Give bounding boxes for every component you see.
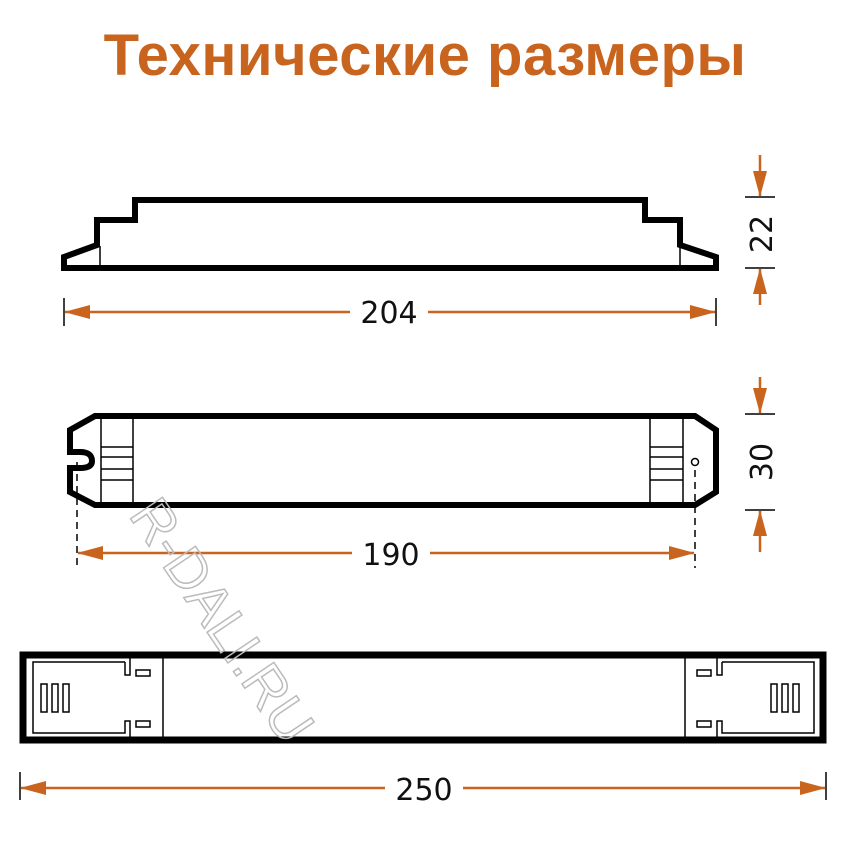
dimension-side-height bbox=[745, 155, 775, 305]
mounting-hole-icon bbox=[690, 457, 700, 467]
dimension-label-250: 250 bbox=[395, 773, 452, 808]
dimension-top-width bbox=[745, 377, 775, 552]
top-view bbox=[67, 413, 719, 508]
bottom-view bbox=[19, 651, 827, 744]
page-title: Технические размеры bbox=[103, 23, 747, 88]
watermark: R-DALI.RU bbox=[118, 486, 327, 753]
dimension-top-length bbox=[76, 462, 696, 568]
dimension-side-length bbox=[63, 298, 717, 326]
dimension-bottom-length bbox=[19, 772, 827, 800]
dimension-label-190: 190 bbox=[362, 538, 419, 573]
dimension-label-30: 30 bbox=[745, 443, 780, 481]
dimension-label-22: 22 bbox=[745, 215, 780, 253]
side-profile-view bbox=[61, 197, 719, 271]
dimension-label-204: 204 bbox=[360, 296, 417, 331]
